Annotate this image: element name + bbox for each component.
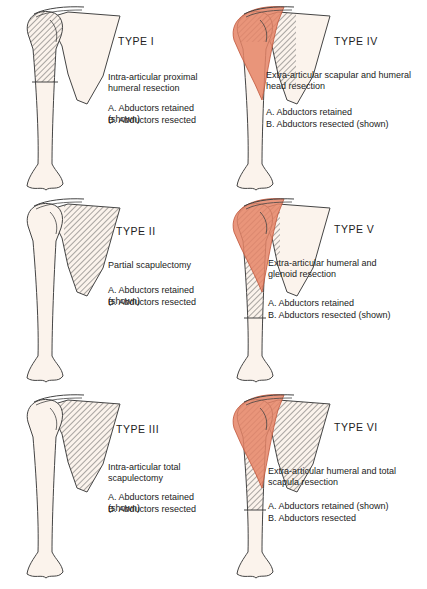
resection-note: Intra-articular proximal humeral resecti… [108, 72, 212, 94]
resection-note: B. Abductors resected [108, 115, 196, 126]
resection-note: Extra-articular humeral and total scapul… [268, 466, 398, 488]
resection-note: A. Abductors retained [268, 298, 354, 309]
resection-note: B. Abductors resected [108, 504, 196, 515]
resection-note: Partial scapulectomy [108, 260, 191, 271]
resection-note: Extra-articular scapular and humeral hea… [266, 70, 416, 92]
resection-note: B. Abductors resected (shown) [268, 310, 391, 321]
type-heading: TYPE IV [334, 36, 378, 47]
type-heading: TYPE V [334, 224, 374, 235]
resection-note: B. Abductors resected (shown) [266, 119, 389, 130]
type-heading: TYPE VI [334, 422, 378, 433]
resection-note: B. Abductors resected [108, 297, 196, 308]
type-heading: TYPE I [118, 36, 154, 47]
resection-note: Intra-articular total scapulectomy [108, 462, 208, 484]
type-heading: TYPE III [116, 424, 159, 435]
type-heading: TYPE II [116, 226, 156, 237]
resection-note: Extra-articular humeral and glenoid rese… [268, 258, 378, 280]
resection-note: A. Abductors retained (shown) [268, 501, 389, 512]
resection-note: A. Abductors retained [266, 107, 352, 118]
resection-note: B. Abductors resected [268, 513, 356, 524]
